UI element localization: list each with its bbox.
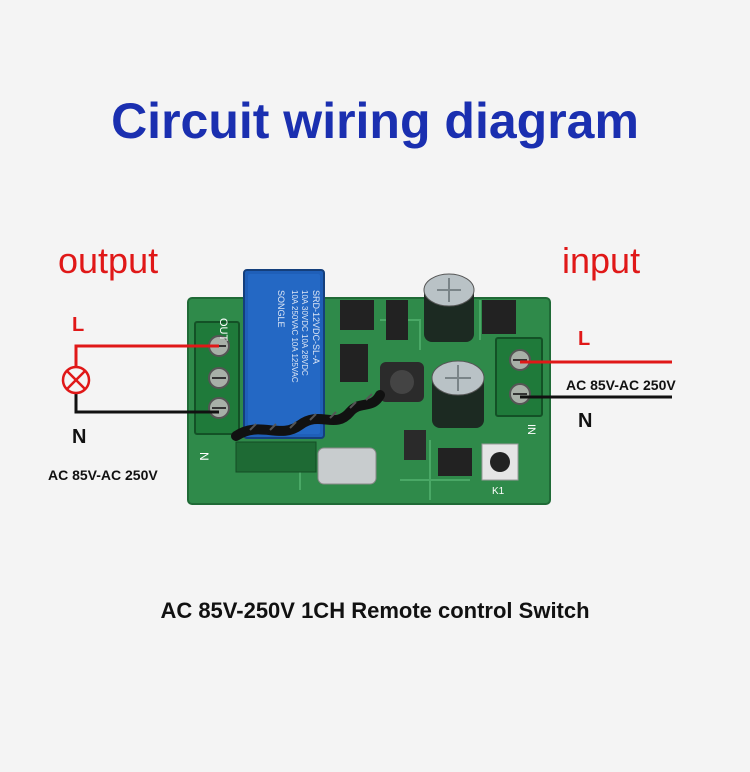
chips <box>340 300 516 476</box>
relay <box>243 269 325 439</box>
input-wires <box>520 360 672 399</box>
capacitor-top <box>423 273 475 342</box>
output-live-label: L <box>72 314 85 336</box>
output-neutral-label: N <box>72 426 87 448</box>
in-marking: IN <box>525 424 537 435</box>
input-label: input <box>562 240 641 281</box>
n-marking: N <box>197 452 211 461</box>
diagram-title: Circuit wiring diagram <box>111 93 639 149</box>
capacitor-bottom <box>431 360 485 428</box>
antenna <box>231 390 385 441</box>
product-caption: AC 85V-250V 1CH Remote control Switch <box>160 598 590 623</box>
input-neutral-label: N <box>578 410 593 432</box>
inductor <box>380 362 424 402</box>
pair-button <box>481 443 519 481</box>
lamp-icon <box>61 365 91 395</box>
output-label: output <box>58 240 159 281</box>
output-wires <box>74 344 219 414</box>
relay-model: SRD-12VDC-SL-A <box>311 290 321 364</box>
output-terminal-block <box>194 321 240 435</box>
input-voltage-label: AC 85V-AC 250V <box>566 377 676 393</box>
relay-brand: SONGLE <box>276 290 286 328</box>
rf-module <box>235 441 377 485</box>
k1-marking: K1 <box>492 486 505 497</box>
relay-rating-1: 10A 250VAC 10A 125VAC <box>290 290 299 383</box>
relay-rating-2: 10A 30VDC 10A 28VDC <box>300 290 309 376</box>
input-terminal-block <box>495 337 543 417</box>
out-marking: OUT <box>217 318 229 342</box>
input-live-label: L <box>578 328 591 350</box>
output-voltage-label: AC 85V-AC 250V <box>48 467 158 483</box>
